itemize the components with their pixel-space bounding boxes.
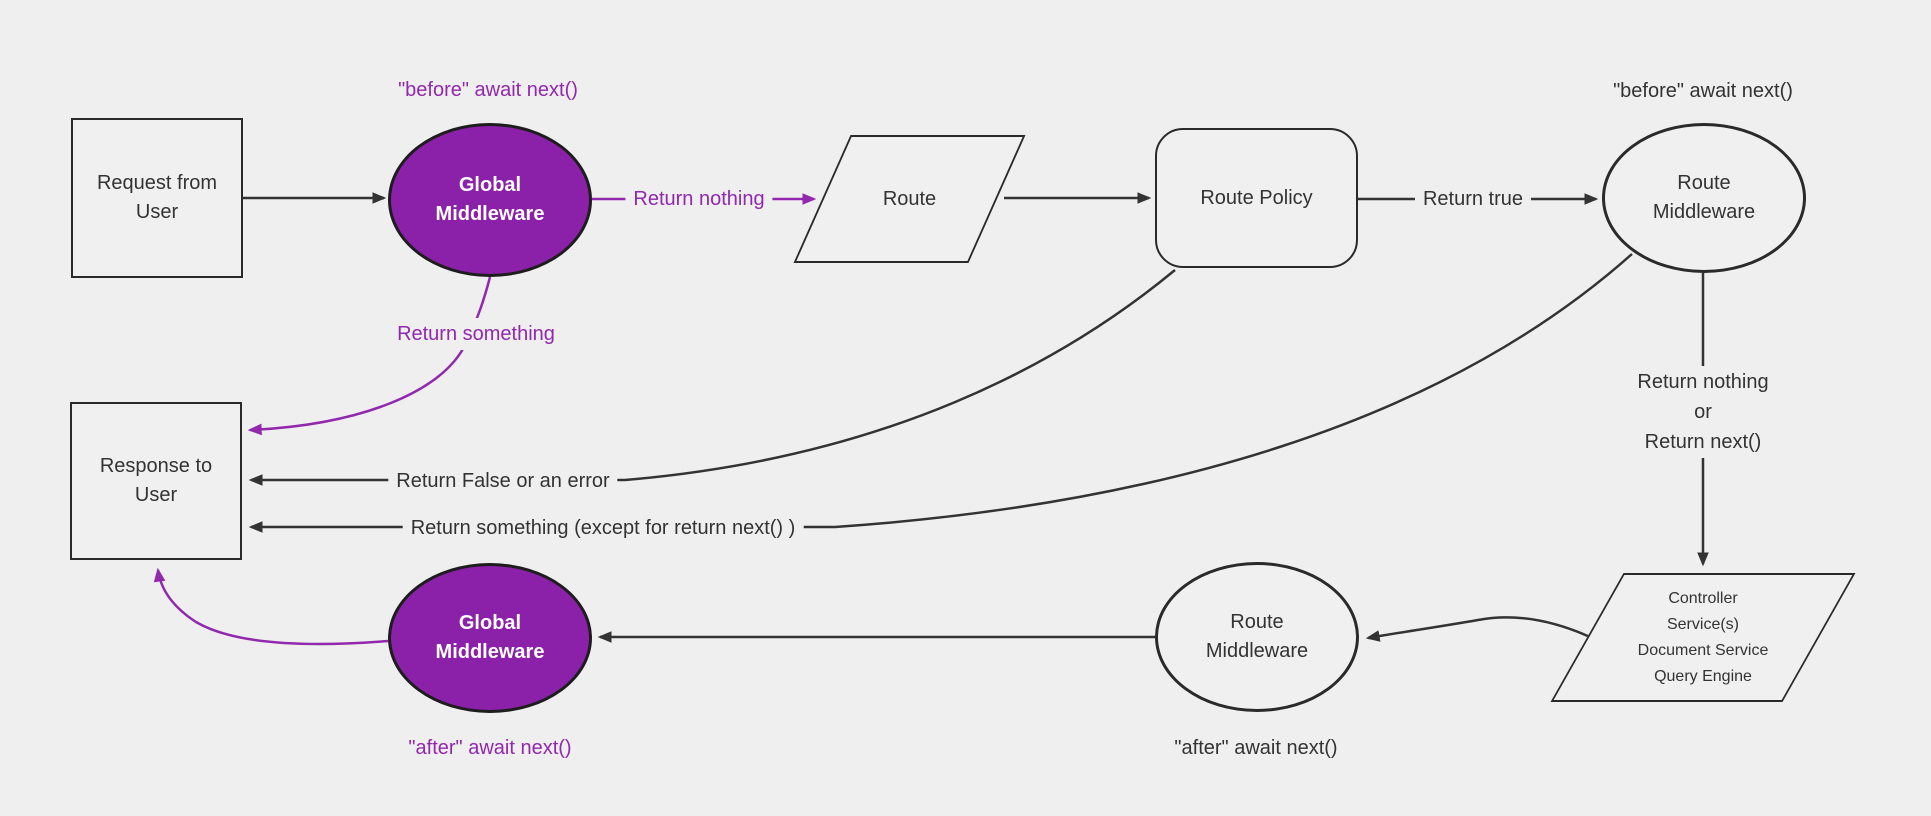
label-return-nothing-or-next: Return nothing or Return next()	[1629, 366, 1777, 458]
edge-global-mw-bottom-to-response	[153, 567, 389, 646]
label-return-something: Return something	[389, 318, 563, 350]
node-route-middleware-top: Route Middleware	[1602, 123, 1806, 273]
edge-route-mw-top-to-response	[248, 253, 1633, 533]
label-after-await-next-global: "after" await next()	[408, 737, 572, 759]
label-return-false-or-error: Return False or an error	[388, 465, 618, 497]
node-route-label: Route	[882, 187, 937, 210]
node-request-from-user: Request from User	[71, 118, 243, 278]
node-global-middleware-bottom: Global Middleware	[388, 563, 592, 713]
node-route-middleware-bottom: Route Middleware	[1155, 562, 1359, 712]
label-return-true: Return true	[1414, 183, 1532, 215]
node-controller-services: Controller Service(s) Document Service Q…	[1550, 573, 1856, 702]
label-before-await-next-global: "before" await next()	[398, 79, 578, 101]
node-controller-services-label: Controller Service(s) Document Service Q…	[1637, 589, 1769, 685]
label-before-await-next-route: "before" await next()	[1613, 80, 1793, 102]
label-return-something-except: Return something (except for return next…	[402, 512, 804, 544]
node-route-policy: Route Policy	[1155, 128, 1358, 268]
node-global-middleware-top: Global Middleware	[388, 123, 592, 277]
node-response-to-user: Response to User	[70, 402, 242, 560]
edge-controller-to-route-mw-bottom	[1365, 616, 1591, 642]
label-after-await-next-route: "after" await next()	[1174, 737, 1338, 759]
label-return-nothing: Return nothing	[625, 183, 773, 215]
edge-route-policy-to-response	[248, 269, 1176, 486]
node-route: Route	[793, 135, 1026, 263]
edge-global-mw-top-to-response	[247, 276, 492, 436]
